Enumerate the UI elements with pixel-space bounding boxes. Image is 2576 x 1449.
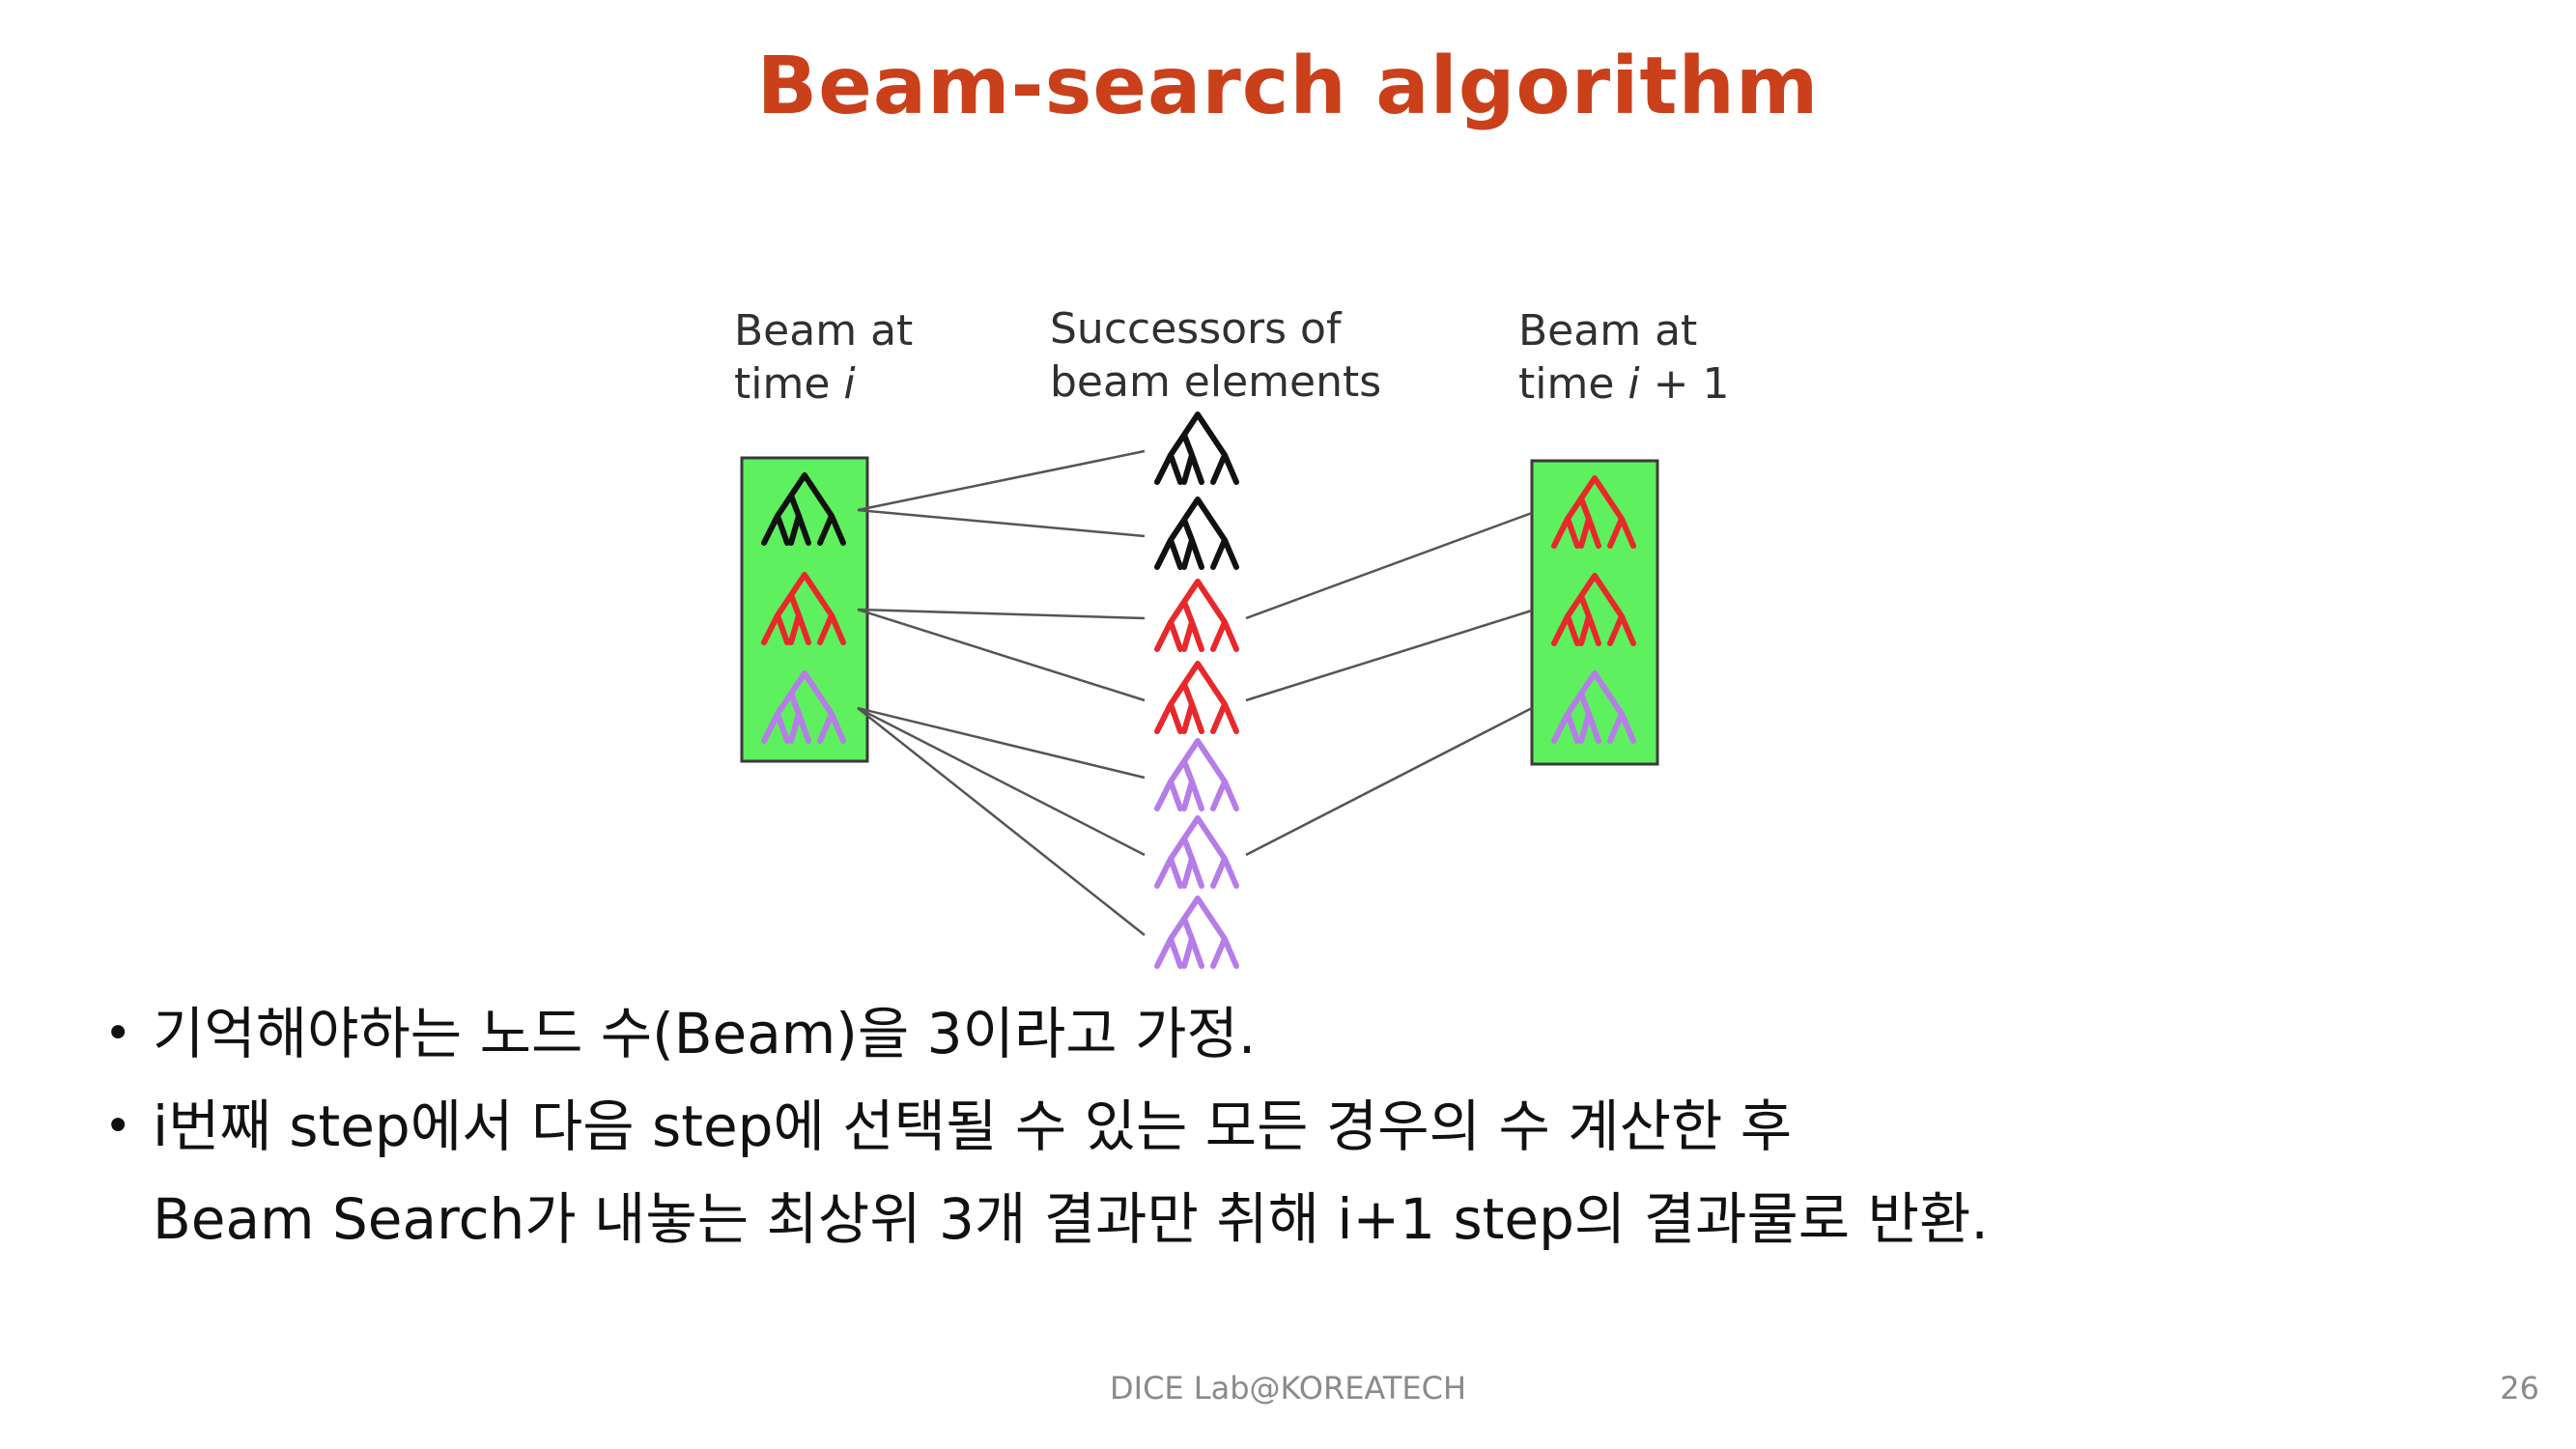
tree-icon-successor-0 xyxy=(1154,412,1239,485)
link-right-1 xyxy=(1245,609,1533,702)
tree-icon-successor-5 xyxy=(1154,815,1239,889)
tree-icon-beam-i-1 xyxy=(761,572,846,645)
tree-icon-beam-i-2 xyxy=(761,670,846,744)
label-beam-next-line2: time i + 1 xyxy=(1518,359,1729,409)
label-beam-at-time-i-line2: time i xyxy=(734,359,856,409)
link-left-4 xyxy=(857,706,1146,780)
link-left-0 xyxy=(857,449,1146,512)
bullet-item-2: • i번째 step에서 다음 step에 선택될 수 있는 모든 경우의 수 … xyxy=(104,1080,2480,1265)
bullet-2-line-1: i번째 step에서 다음 step에 선택될 수 있는 모든 경우의 수 계산… xyxy=(153,1094,1793,1159)
link-left-2 xyxy=(857,608,1146,620)
label-beam-at-time-i-line1: Beam at xyxy=(734,306,913,355)
label-beam-at-time-i: Beam at time i xyxy=(734,306,913,409)
tree-icon-beam-next-2 xyxy=(1551,670,1636,744)
tree-icon-successor-1 xyxy=(1154,497,1239,570)
label-successors-line2: beam elements xyxy=(1050,357,1381,407)
link-left-5 xyxy=(857,706,1146,857)
label-beam-at-time-i-plus-1: Beam at time i + 1 xyxy=(1518,306,1729,409)
tree-icon-successor-2 xyxy=(1154,579,1239,652)
tree-icons xyxy=(761,412,1636,969)
beam-search-diagram: Beam at time i Successors of beam elemen… xyxy=(734,304,1729,969)
bullet-list: • 기억해야하는 노드 수(Beam)을 3이라고 가정. • i번째 step… xyxy=(104,987,2480,1265)
beam-box-time-i xyxy=(740,456,869,763)
footer-lab-name: DICE Lab@KOREATECH xyxy=(1109,1370,1466,1406)
page-number: 26 xyxy=(2500,1370,2539,1406)
tree-icon-beam-next-0 xyxy=(1551,475,1636,549)
bullet-2-line-2: Beam Search가 내놓는 최상위 3개 결과만 취해 i+1 step의… xyxy=(153,1186,1989,1252)
beam-box-time-i-plus-1 xyxy=(1530,459,1659,766)
tree-icon-successor-6 xyxy=(1154,895,1239,969)
link-left-3 xyxy=(857,608,1146,702)
label-beam-next-line1: Beam at xyxy=(1518,306,1697,355)
label-successors: Successors of beam elements xyxy=(1050,304,1381,407)
link-right-0 xyxy=(1245,511,1533,620)
label-time-i: i xyxy=(843,359,856,409)
bullet-1-line-1: 기억해야하는 노드 수(Beam)을 3이라고 가정. xyxy=(153,1001,1257,1066)
bullet-dot: • xyxy=(104,1007,132,1061)
label-time-word: time xyxy=(734,359,843,409)
tree-icon-successor-4 xyxy=(1154,738,1239,811)
tree-icon-beam-i-0 xyxy=(761,472,846,546)
link-left-6 xyxy=(857,707,1146,936)
tree-icon-successor-3 xyxy=(1154,661,1239,734)
link-right-2 xyxy=(1245,706,1533,857)
slide-title: Beam-search algorithm xyxy=(756,41,1820,132)
tree-icon-beam-next-1 xyxy=(1551,573,1636,646)
bullet-dot: • xyxy=(104,1099,132,1153)
link-left-1 xyxy=(857,508,1146,538)
label-successors-line1: Successors of xyxy=(1050,304,1343,354)
connection-lines xyxy=(857,449,1533,936)
bullet-item-1: • 기억해야하는 노드 수(Beam)을 3이라고 가정. xyxy=(104,987,2480,1080)
